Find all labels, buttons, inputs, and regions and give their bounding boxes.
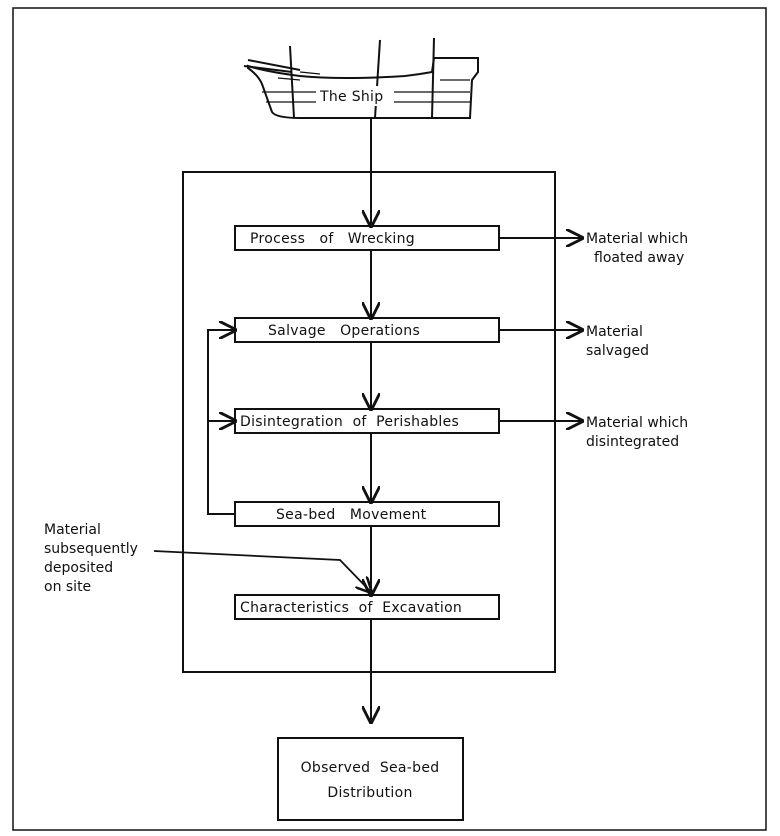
output-salvaged-line1: Material [586,324,643,340]
step-seabed-label: Sea-bed Movement [276,507,427,523]
input-deposited-line1: Material [44,522,101,538]
step-disintegration-label: Disintegration of Perishables [240,414,459,430]
input-deposited-line3: deposited [44,560,113,576]
page-frame [12,7,767,831]
output-floated-line2: floated away [594,250,684,266]
step-wrecking-label: Process of Wrecking [250,231,415,247]
result-label-line1: Observed Sea-bed [301,760,440,776]
arrow-deposited-to-flow [153,550,371,592]
result-box [277,737,464,821]
output-disintegrated-line1: Material which [586,415,688,431]
step-salvage-label: Salvage Operations [268,323,420,339]
ship-label: The Ship [319,89,383,105]
output-salvaged-line2: salvaged [586,343,649,359]
step-excavation-label: Characteristics of Excavation [240,600,462,616]
input-deposited-line2: subsequently [44,541,138,557]
output-floated-line1: Material which [586,231,688,247]
ship-label-backdrop [316,86,394,106]
input-deposited-line4: on site [44,579,91,595]
output-disintegrated-line2: disintegrated [586,434,679,450]
result-label-line2: Distribution [327,785,412,801]
